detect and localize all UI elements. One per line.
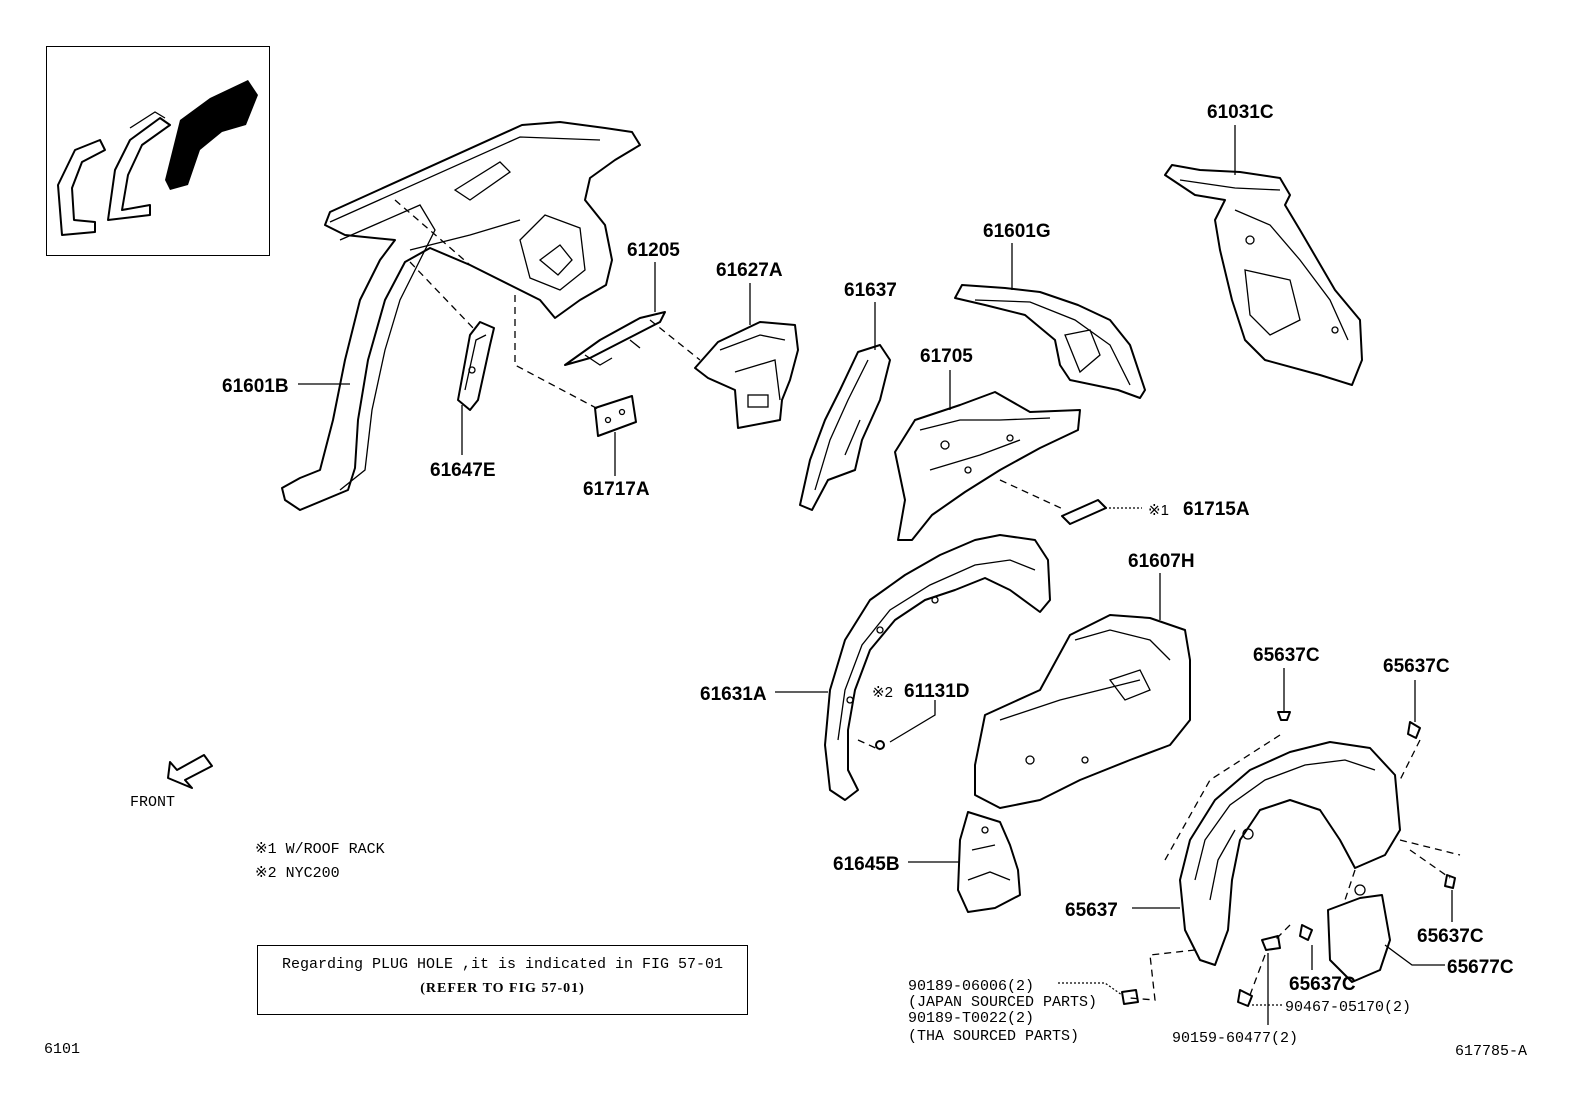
locator-inset-drawing: [57, 80, 258, 236]
legend-note-2: ※2 NYC200: [255, 865, 340, 882]
label-65637C-a[interactable]: 65637C: [1253, 645, 1320, 666]
label-90159-60477[interactable]: 90159-60477(2): [1172, 1030, 1298, 1047]
label-61607H[interactable]: 61607H: [1128, 551, 1195, 572]
label-90189-T0022[interactable]: 90189-T0022(2): [908, 1010, 1034, 1027]
part-61645B[interactable]: [957, 811, 1021, 913]
page-code: 6101: [44, 1041, 80, 1058]
fasteners: [875, 711, 1456, 1007]
label-61601B[interactable]: 61601B: [222, 376, 289, 397]
label-90189-T0022-note: (THA SOURCED PARTS): [908, 1028, 1079, 1045]
part-61601G[interactable]: [954, 284, 1146, 399]
label-65637C-c[interactable]: 65637C: [1417, 926, 1484, 947]
label-61131D[interactable]: 61131D: [904, 681, 970, 702]
part-61647E[interactable]: [457, 321, 495, 411]
part-61631A[interactable]: [824, 534, 1051, 801]
figure-code: 617785-A: [1455, 1043, 1527, 1060]
plug-hole-note-line2[interactable]: (REFER TO FIG 57-01): [420, 981, 585, 996]
label-61031C[interactable]: 61031C: [1207, 102, 1274, 123]
label-61715A[interactable]: 61715A: [1183, 499, 1250, 520]
part-61601B[interactable]: [281, 121, 641, 511]
label-65637C-d[interactable]: 65637C: [1289, 974, 1356, 995]
label-65637[interactable]: 65637: [1065, 900, 1118, 921]
label-61645B[interactable]: 61645B: [833, 854, 900, 875]
part-61637[interactable]: [799, 344, 891, 511]
front-label: FRONT: [130, 794, 175, 811]
part-61607H[interactable]: [974, 614, 1191, 809]
leader-lines: [298, 125, 1453, 1025]
label-90467-05170[interactable]: 90467-05170(2): [1285, 999, 1411, 1016]
locator-inset: [46, 46, 270, 256]
part-61717A[interactable]: [594, 395, 637, 437]
part-61627A[interactable]: [694, 321, 799, 429]
label-61717A[interactable]: 61717A: [583, 479, 650, 500]
front-arrow-icon: [167, 754, 213, 789]
part-65637[interactable]: [1179, 741, 1401, 966]
label-61631A[interactable]: 61631A: [700, 684, 767, 705]
label-61705[interactable]: 61705: [920, 346, 973, 367]
label-61131D-mark: ※2: [872, 684, 893, 701]
part-61205[interactable]: [564, 311, 666, 366]
plug-hole-note-line1: Regarding PLUG HOLE ,it is indicated in …: [281, 956, 724, 973]
label-61627A[interactable]: 61627A: [716, 260, 783, 281]
label-61715A-mark: ※1: [1148, 502, 1169, 519]
part-61031C[interactable]: [1164, 164, 1363, 386]
label-61601G[interactable]: 61601G: [983, 221, 1051, 242]
label-90189-06006-note: (JAPAN SOURCED PARTS): [908, 994, 1097, 1011]
label-65677C[interactable]: 65677C: [1447, 957, 1514, 978]
part-65677C[interactable]: [1327, 884, 1391, 983]
label-65637C-b[interactable]: 65637C: [1383, 656, 1450, 677]
legend-note-1: ※1 W/ROOF RACK: [255, 841, 385, 858]
plug-hole-note: Regarding PLUG HOLE ,it is indicated in …: [257, 945, 748, 1015]
label-90189-06006[interactable]: 90189-06006(2): [908, 978, 1034, 995]
label-61637[interactable]: 61637: [844, 280, 897, 301]
part-61715A[interactable]: [1061, 499, 1107, 525]
label-61205[interactable]: 61205: [627, 240, 680, 261]
part-61705[interactable]: [894, 391, 1081, 541]
label-61647E[interactable]: 61647E: [430, 460, 496, 481]
assembly-lines: [394, 199, 1461, 1001]
